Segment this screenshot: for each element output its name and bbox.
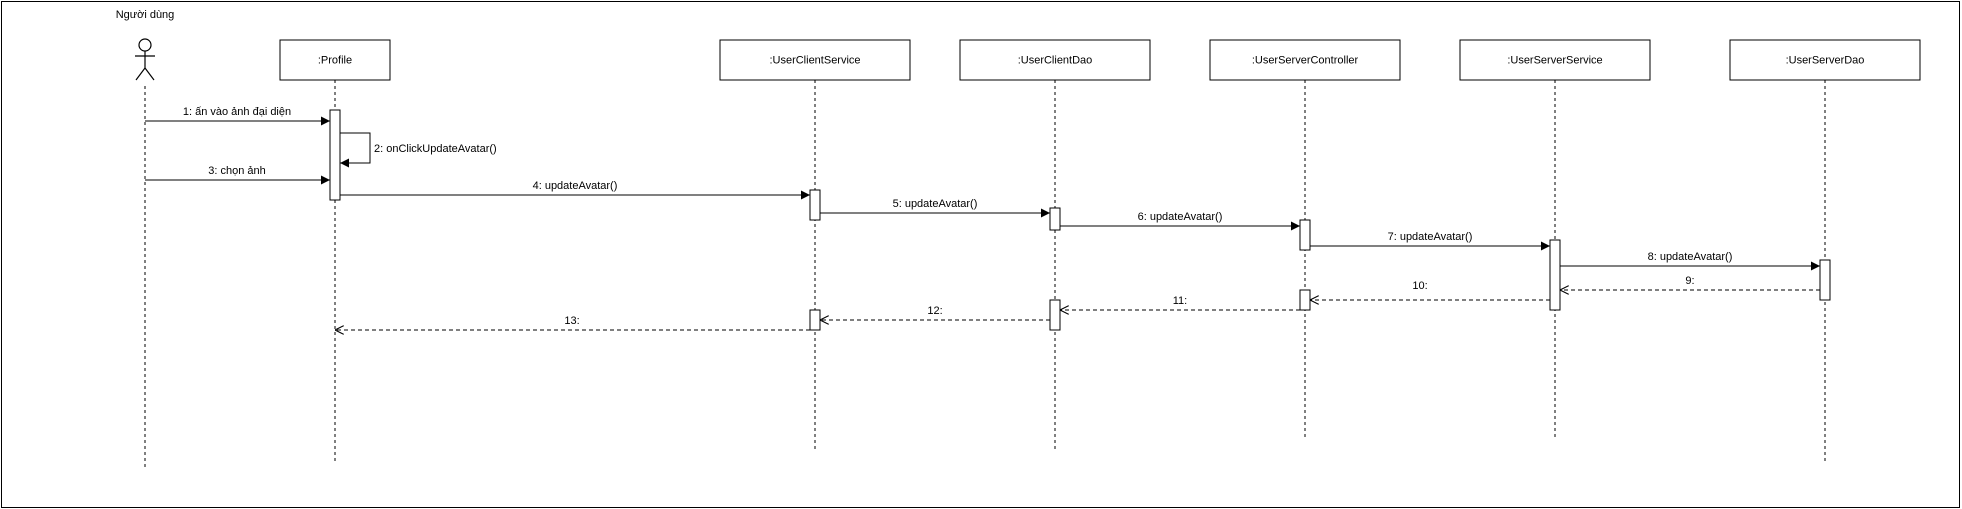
participant-box (1729, 39, 1921, 81)
message-label: 4: updateAvatar() (533, 180, 618, 192)
participant-box (1209, 39, 1401, 81)
participant-user-server-dao: :UserServerDao (1729, 39, 1921, 461)
message-11: 11: (1060, 295, 1300, 310)
message-label: 5: updateAvatar() (893, 198, 978, 210)
activation-client-service (809, 189, 821, 221)
message-13: 13: (335, 315, 810, 330)
activation-server-controller-return (1299, 289, 1311, 311)
participant-user-client-service: :UserClientService (719, 39, 911, 449)
message-label: 2: onClickUpdateAvatar() (374, 143, 497, 155)
stick-figure-icon (135, 38, 155, 81)
participant-box (959, 39, 1151, 81)
participant-box (279, 39, 391, 81)
message-label: 13: (564, 315, 579, 327)
activation-server-controller (1299, 219, 1311, 251)
message-label: 10: (1412, 280, 1427, 292)
participant-box (719, 39, 911, 81)
message-6: 6: updateAvatar() (1060, 211, 1300, 231)
message-10: 10: (1310, 280, 1550, 300)
participant-user-client-dao: :UserClientDao (959, 39, 1151, 449)
message-8: 8: updateAvatar() (1560, 251, 1820, 271)
message-label: 3: chọn ảnh (208, 165, 266, 177)
message-label: 7: updateAvatar() (1388, 231, 1473, 243)
participant-user-server-controller: :UserServerController (1209, 39, 1401, 438)
message-label: 1: ấn vào ảnh đại diện (183, 106, 291, 118)
participant-label: :UserClientService (769, 55, 860, 67)
participant-profile: :Profile (279, 39, 391, 461)
message-label: 6: updateAvatar() (1138, 211, 1223, 223)
participant-label: :Profile (318, 55, 352, 67)
activation-bars (329, 109, 1831, 331)
message-7: 7: updateAvatar() (1310, 231, 1550, 251)
message-label: 9: (1685, 275, 1694, 287)
message-1: 1: ấn vào ảnh đại diện (145, 106, 330, 126)
message-label: 8: updateAvatar() (1648, 251, 1733, 263)
message-4: 4: updateAvatar() (340, 180, 810, 200)
participant-user-server-service: :UserServerService (1459, 39, 1651, 438)
participant-label: :UserClientDao (1018, 55, 1093, 67)
message-5: 5: updateAvatar() (820, 198, 1050, 218)
message-12: 12: (820, 305, 1050, 320)
message-3: 3: chọn ảnh (145, 165, 330, 185)
messages: 1: ấn vào ảnh đại diện 2: onClickUpdateA… (145, 106, 1820, 330)
participant-box (1459, 39, 1651, 81)
activation-client-dao-return (1049, 299, 1061, 331)
activation-server-service (1549, 239, 1561, 311)
activation-profile (329, 109, 341, 201)
participant-label: :UserServerDao (1786, 55, 1865, 67)
actor-user: Người dùng (116, 9, 175, 467)
activation-client-dao (1049, 207, 1061, 231)
activation-client-service-return (809, 309, 821, 331)
activation-server-dao (1819, 259, 1831, 301)
message-label: 12: (927, 305, 942, 317)
participant-label: :UserServerController (1252, 55, 1359, 67)
participant-label: :UserServerService (1507, 55, 1602, 67)
message-9: 9: (1560, 275, 1820, 290)
actor-label: Người dùng (116, 9, 175, 21)
message-label: 11: (1173, 295, 1187, 307)
message-2: 2: onClickUpdateAvatar() (340, 132, 497, 168)
